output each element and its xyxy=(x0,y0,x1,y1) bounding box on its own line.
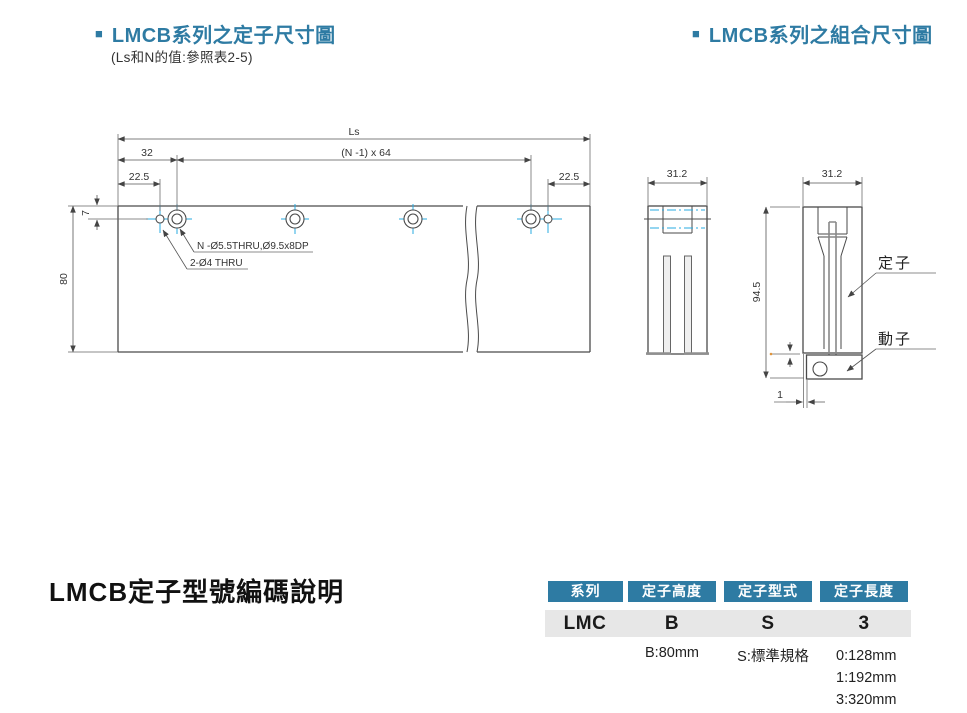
mover-label: 動子 xyxy=(878,331,912,348)
value-series: LMC xyxy=(563,613,607,634)
dim-22-5-left: 22.5 xyxy=(129,171,150,183)
value-band xyxy=(545,610,911,637)
dim-pitch: (N -1) x 64 xyxy=(341,147,391,159)
callout-pin-hole: 2-Ø4 THRU xyxy=(190,258,243,269)
notes-stator-length: 0:128mm 1:192mm 3:320mm xyxy=(836,645,896,711)
dim-assembly-width: 31.2 xyxy=(822,168,843,180)
coding-heading: LMCB定子型號編碼說明 xyxy=(49,577,345,607)
column-header-stator-type: 定子型式 xyxy=(724,581,812,602)
callout-mount-hole: N -Ø5.5THRU,Ø9.5x8DP xyxy=(197,241,309,252)
dim-7: 7 xyxy=(80,210,92,216)
assembly-dimension-title: LMCB系列之組合尺寸圖 xyxy=(708,25,933,47)
square-bullet-icon: ■ xyxy=(95,26,103,41)
stator-dimension-subtitle: (Ls和N的值:參照表2-5) xyxy=(111,50,253,65)
column-header-stator-height: 定子高度 xyxy=(628,581,716,602)
dim-22-5-right: 22.5 xyxy=(559,171,580,183)
stator-label: 定子 xyxy=(878,255,912,272)
note-length-1: 1:192mm xyxy=(836,670,897,686)
section-title-left: ■ LMCB系列之定子尺寸圖 xyxy=(95,19,336,48)
dim-80: 80 xyxy=(58,273,70,285)
square-bullet-icon: ■ xyxy=(692,26,700,41)
assembly-section-view: 31.2 94.5 1 定子 xyxy=(751,168,936,408)
dim-gap-1: 1 xyxy=(777,389,783,401)
dim-ls: Ls xyxy=(348,126,359,138)
value-stator-height: B xyxy=(664,613,680,634)
dim-assembly-height: 94.5 xyxy=(751,282,763,303)
value-stator-length: 3 xyxy=(858,613,870,634)
coding-table: 系列 定子高度 定子型式 定子長度 LMC B S 3 B:80mm S:標準規… xyxy=(545,581,912,711)
note-length-0: 0:128mm xyxy=(836,648,897,664)
stator-section-view: 31.2 xyxy=(644,168,711,355)
note-stator-height: B:80mm xyxy=(645,645,699,661)
note-length-3: 3:320mm xyxy=(836,692,897,708)
dim-section-width: 31.2 xyxy=(667,168,688,180)
dim-32: 32 xyxy=(141,147,153,159)
stator-dimension-title: LMCB系列之定子尺寸圖 xyxy=(111,25,336,47)
note-stator-type: S:標準規格 xyxy=(737,649,809,665)
section-title-right: ■ LMCB系列之組合尺寸圖 xyxy=(692,19,933,48)
column-header-stator-length: 定子長度 xyxy=(820,581,908,602)
column-header-series: 系列 xyxy=(548,581,623,602)
stator-front-view: Ls (N -1) x 64 32 22.5 22.5 80 7 N -Ø5.5… xyxy=(58,126,591,353)
value-stator-type: S xyxy=(761,613,775,634)
